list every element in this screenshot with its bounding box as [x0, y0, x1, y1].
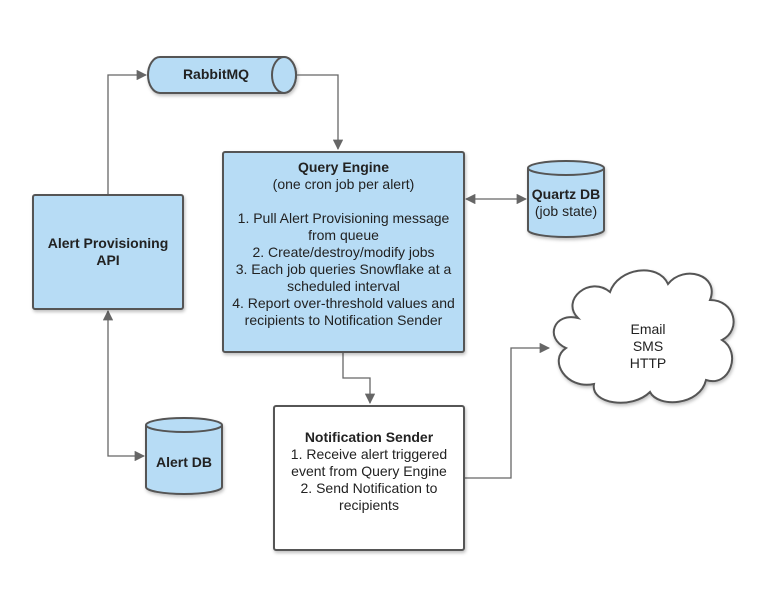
query-engine-step-line: 4. Report over-threshold values and: [232, 295, 455, 311]
quartz-db-shape: [527, 160, 605, 238]
cloud-channel-sms: SMS: [632, 338, 664, 354]
query-engine-title: Query Engine: [297, 159, 390, 175]
notification-sender-line: event from Query Engine: [291, 463, 447, 479]
query-engine-step-line: recipients to Notification Sender: [244, 312, 443, 328]
rabbitmq-queue-shape: [147, 56, 297, 94]
query-engine-step-line: scheduled interval: [287, 278, 400, 294]
rabbitmq-node: RabbitMQ: [148, 66, 284, 86]
alert-db-label: Alert DB: [155, 454, 212, 470]
rabbitmq-label: RabbitMQ: [182, 66, 250, 82]
query-engine-node: Query Engine (one cron job per alert) 1.…: [222, 151, 465, 353]
cloud-channel-http: HTTP: [629, 355, 667, 371]
query-engine-step-line: from queue: [308, 227, 379, 243]
quartz-db-subtitle: (job state): [534, 203, 598, 219]
alert-db-node: Alert DB: [146, 454, 222, 474]
notification-sender-line: recipients: [339, 497, 399, 513]
arrow-api-alert-db: [102, 309, 146, 462]
query-engine-step-line: 3. Each job queries Snowflake at a: [235, 261, 452, 277]
arrow-rabbitmq-to-query-engine: [297, 74, 344, 151]
quartz-db-title: Quartz DB: [531, 186, 601, 202]
alert-api-label-line2: API: [96, 252, 120, 268]
notification-channels-cloud: [553, 269, 735, 404]
query-engine-subtitle: (one cron job per alert): [272, 176, 415, 192]
query-engine-step-line: 1. Pull Alert Provisioning message: [237, 210, 450, 226]
notification-sender-line: 2. Send Notification to: [300, 480, 438, 496]
arrow-query-engine-to-notification-sender: [342, 353, 376, 405]
alert-db-shape: [145, 417, 223, 495]
arrow-notification-sender-to-cloud: [465, 342, 551, 479]
notification-sender-title: Notification Sender: [304, 429, 434, 445]
alert-provisioning-api-node: Alert Provisioning API: [32, 194, 184, 310]
notification-sender-node: Notification Sender 1. Receive alert tri…: [273, 405, 465, 551]
alert-api-label-line1: Alert Provisioning: [47, 235, 169, 251]
cloud-channel-email: Email: [630, 321, 666, 337]
quartz-db-node: Quartz DB (job state): [526, 186, 606, 226]
arrow-api-to-rabbitmq: [107, 69, 148, 194]
cloud-labels: Email SMS HTTP: [608, 321, 688, 375]
query-engine-step-line: 2. Create/destroy/modify jobs: [252, 244, 435, 260]
notification-sender-line: 1. Receive alert triggered: [290, 446, 448, 462]
